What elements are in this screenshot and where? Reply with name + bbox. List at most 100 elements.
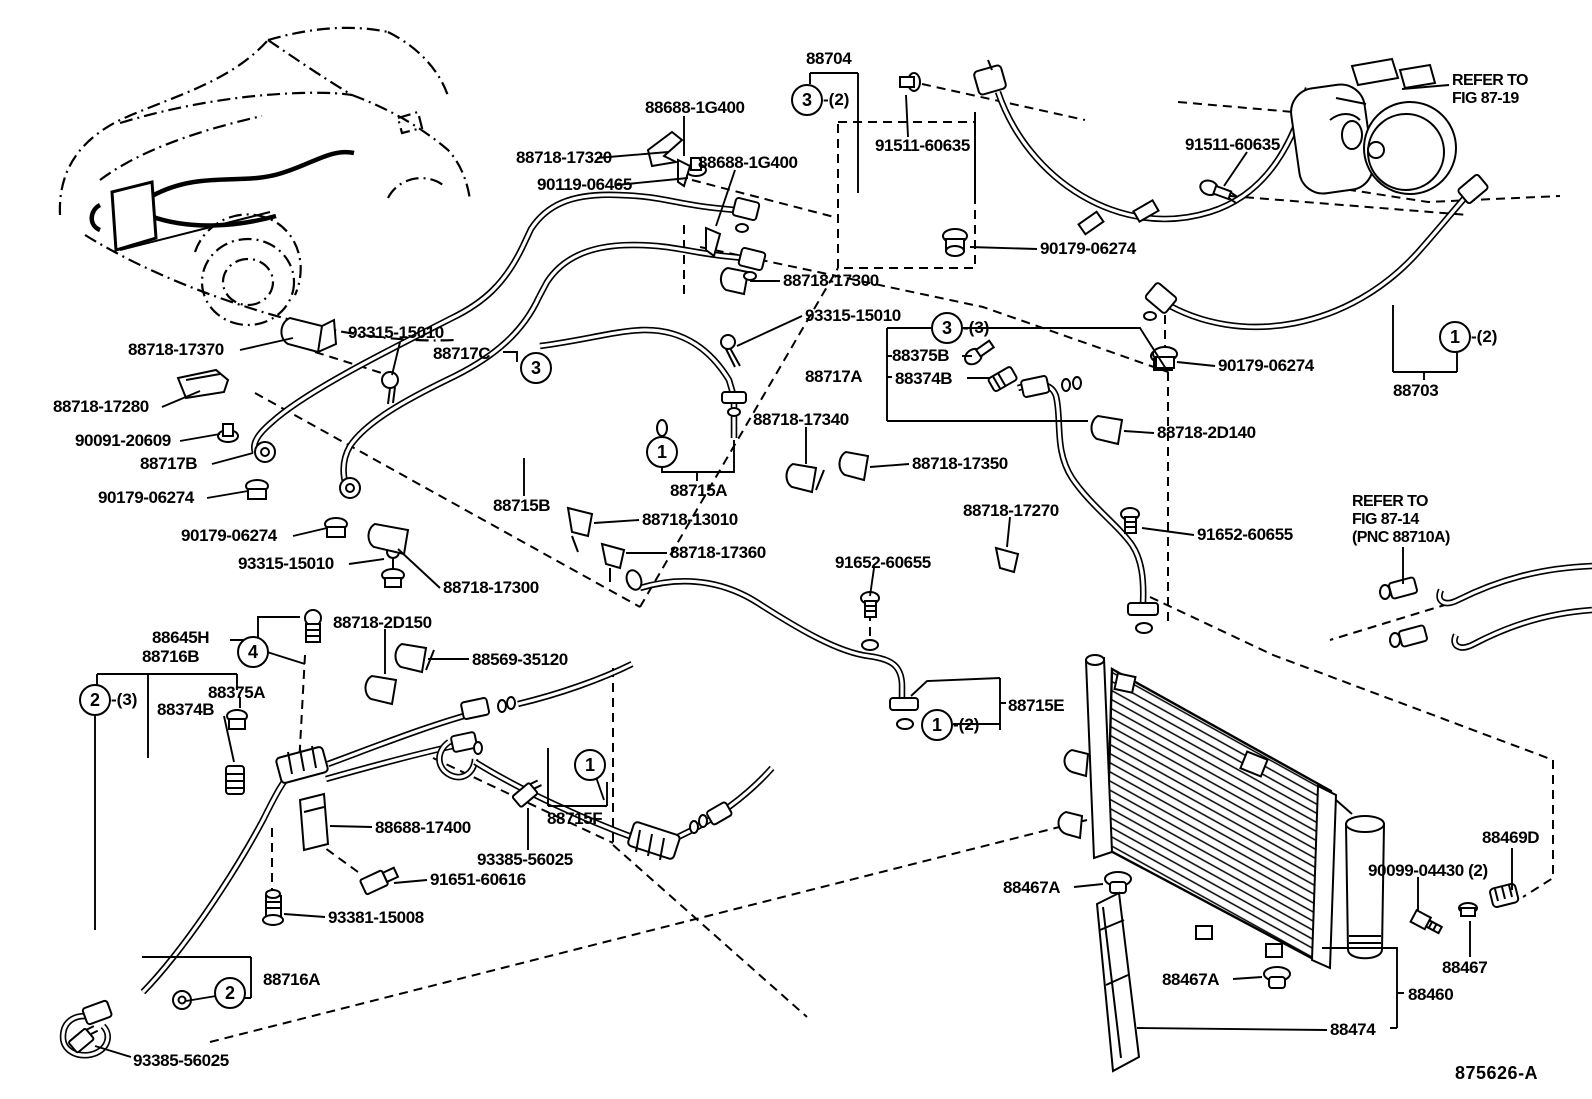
condenser-icon: [1057, 654, 1520, 1073]
switch-icon: [304, 609, 322, 643]
callout-number: 3: [791, 84, 823, 116]
bracket-lines: [94, 72, 1458, 1029]
callout-suffix: -(3): [111, 690, 138, 709]
part-number-label: 88715B: [493, 496, 551, 515]
part-number-label: 88374B: [157, 700, 215, 719]
part-number-label: 93315-15010: [238, 554, 334, 573]
part-number-label: 88467A: [1003, 878, 1061, 897]
part-number-label: 88718-17360: [670, 543, 766, 562]
callout-suffix: -(3): [963, 318, 990, 337]
nut-icon: [1152, 346, 1178, 369]
bolt-icon: [1120, 507, 1140, 534]
part-number-label: 88718-17350: [912, 454, 1008, 473]
reference-note: REFER TO FIG 87-19: [1452, 72, 1528, 107]
o-ring-icon: [473, 741, 483, 755]
bolt-icon: [262, 889, 284, 926]
part-number-label: 93385-56025: [477, 850, 573, 869]
part-number-label: 88718-17270: [963, 501, 1059, 520]
clip-icon: [994, 546, 1020, 574]
part-number-label: 90119-06465: [537, 175, 632, 194]
part-number-label: 91511-60635: [1185, 135, 1280, 154]
part-number-label: 93385-56025: [133, 1051, 229, 1070]
part-number-label: 90099-04430 (2): [1368, 861, 1488, 880]
bolt-icon: [899, 72, 921, 92]
part-number-label: 88467: [1442, 958, 1488, 977]
fitting-icon: [1457, 173, 1489, 205]
leader-lines: [94, 84, 1513, 1058]
part-number-label: 88469D: [1482, 828, 1540, 847]
clip-icon: [705, 226, 722, 258]
fitting-icon: [450, 731, 478, 753]
callout-suffix: -(2): [1471, 327, 1498, 346]
valve-icon: [225, 765, 245, 795]
clamp-icon: [838, 450, 870, 482]
part-number-label: 88715E: [1008, 696, 1065, 715]
bolt-icon: [964, 339, 996, 366]
bolt-icon: [1409, 908, 1444, 935]
part-number-label: 88375B: [892, 346, 950, 365]
clamp-icon: [280, 316, 338, 354]
bolt-icon: [1199, 179, 1239, 204]
bracket-icon: [176, 368, 230, 400]
bracket-icon: [298, 792, 330, 852]
sensor-icon: [511, 779, 542, 808]
clip-icon: [600, 542, 626, 582]
part-number-label: 88718-17300: [443, 578, 539, 597]
fitting-icon: [625, 569, 643, 591]
callout-number: 2: [214, 977, 246, 1009]
part-number-label: 91651-60616: [430, 870, 526, 889]
callout-number: 1: [574, 749, 606, 781]
o-ring-icon: [656, 419, 668, 437]
nut-icon: [324, 517, 348, 538]
car-sketch-icon: [58, 26, 472, 342]
fitting-icon: [973, 59, 1007, 96]
bolt-icon: [217, 423, 239, 443]
fitting-icon: [1143, 282, 1178, 321]
sensor-icon: [359, 866, 400, 896]
part-number-label: 88460: [1408, 985, 1454, 1004]
eye-fitting-icon: [172, 990, 192, 1010]
cushion-icon: [1489, 882, 1520, 908]
screw-icon: [381, 371, 399, 405]
clamp-icon: [785, 462, 825, 494]
part-number-label: 88688-1G400: [645, 98, 745, 117]
clamp-icon: [364, 674, 398, 706]
reference-note: REFER TO FIG 87-14 (PNC 88710A): [1352, 493, 1450, 546]
clamp-icon: [394, 642, 435, 674]
nut-icon: [245, 479, 269, 500]
callout-number: 1: [646, 436, 678, 468]
part-number-label: 88718-17370: [128, 340, 224, 359]
callout-number: 1: [921, 709, 953, 741]
callout-number: 1: [1439, 321, 1471, 353]
part-number-label: 88717C: [433, 344, 491, 363]
eye-fitting-icon: [254, 441, 276, 463]
part-number-label: 90179-06274: [181, 526, 277, 545]
part-number-label: 88718-2D150: [333, 613, 432, 632]
part-number-label: 90179-06274: [1040, 239, 1136, 258]
callout-number: 3: [520, 352, 552, 384]
callout-suffix: -(2): [953, 715, 980, 734]
callout-suffix: -(2): [823, 90, 850, 109]
part-number-label: 91652-60655: [835, 553, 931, 572]
valve-icon: [987, 366, 1018, 392]
nut-icon: [226, 709, 248, 730]
part-number-label: 88474: [1330, 1020, 1376, 1039]
part-number-label: 88718-13010: [642, 510, 738, 529]
part-number-label: 91652-60655: [1197, 525, 1293, 544]
part-number-label: 88375A: [208, 683, 266, 702]
compressor-icon: [1290, 57, 1457, 195]
part-number-label: 91511-60635: [875, 136, 970, 155]
nut-icon: [942, 228, 968, 257]
screw-icon: [720, 334, 741, 368]
fitting-icon: [689, 801, 733, 834]
sensor-icon: [68, 1025, 99, 1054]
part-number-label: 90091-20609: [75, 431, 171, 450]
nut-icon: [1458, 902, 1478, 917]
part-number-label: 88718-2D140: [1157, 423, 1256, 442]
part-number-label: 88718-17300: [783, 271, 879, 290]
fitting-icon: [737, 247, 767, 281]
fitting-icon: [81, 999, 113, 1026]
part-number-label: 88718-17340: [753, 410, 849, 429]
figure-code: 875626-A: [1455, 1063, 1539, 1083]
